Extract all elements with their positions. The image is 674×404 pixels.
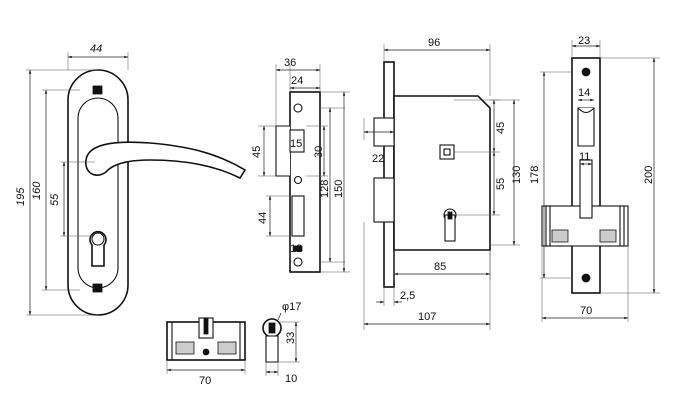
strike-height-total-label: 200 [643,166,655,184]
strike-hole-label: 14 [578,87,590,99]
faceplate-latch-gap-label: 30 [313,146,325,158]
lock-height-top-label: 45 [495,122,507,134]
cylinder-label-right [217,341,237,355]
strike-height-mid-label: 178 [529,166,541,184]
strike-screw-bottom [581,273,591,283]
faceplate-latch-step [275,125,290,177]
faceplate-width-outer-label: 36 [284,57,296,69]
faceplate-bottom-slot [293,245,303,252]
faceplate-height-total-label: 150 [333,180,345,198]
strike-cylinder-width-label: 70 [580,305,592,317]
lock-height-axis-label: 55 [495,178,507,190]
strike-cylinder-label-right [599,229,617,243]
handle-view: 44 195 160 55 [15,43,247,316]
cylinder-diameter-label: φ17 [282,301,301,313]
strike-slot-label: 11 [579,151,590,163]
lock-case [393,95,491,251]
strike-bolt-opening [579,159,593,219]
handle-screw-top [92,85,103,95]
lock-backset-label: 22 [372,153,384,165]
cylinder-height-label: 33 [285,332,297,344]
lock-height-total-label: 130 [511,166,523,184]
faceplate-bolt-height-label: 44 [257,212,269,224]
strike-cylinder-label-left [551,229,569,243]
lock-width-total-label: 96 [428,37,440,49]
faceplate-bottom-slot-label: 12 [290,243,302,255]
cylinder-screw-hole [202,348,210,356]
lock-bolt-body [373,177,395,223]
cylinder-label-left [175,341,195,355]
handle-width-label: 44 [90,43,102,55]
faceplate-top-offset-label: 45 [251,146,263,158]
lock-width-inner-label: 85 [434,261,446,273]
strike-plate-view: 23 14 11 178 200 70 [529,35,660,322]
faceplate-view: 36 24 45 15 30 128 150 44 12 [251,57,350,273]
handle-lever [85,141,247,180]
cylinder-front-view: φ17 33 10 [262,301,301,385]
handle-axis-label: 55 [49,193,61,206]
lock-width-outer-label: 107 [418,311,436,323]
lock-body-view: 96 45 55 130 22 85 2,5 107 [363,37,523,330]
strike-width-label: 23 [578,35,590,47]
lock-front-plate [383,61,395,288]
faceplate-height-mid-label: 128 [319,180,331,198]
faceplate-screw-top [293,103,303,113]
handle-height-mid-label: 160 [31,181,43,200]
faceplate-outer [289,91,321,273]
strike-latch-opening [577,107,595,147]
faceplate-bolt [291,195,305,237]
handle-height-total-label: 195 [15,187,27,206]
cylinder-cam-label: 10 [285,373,297,385]
cylinder-front-profile [265,335,279,363]
faceplate-screw-bottom [293,257,303,267]
faceplate-latch [289,129,305,153]
handle-screw-bottom [92,283,103,293]
lock-plate-thickness-label: 2,5 [400,290,415,302]
cylinder-length-label: 70 [199,375,211,387]
faceplate-screw-mid [293,175,303,185]
faceplate-latch-height-label: 15 [290,138,302,150]
keyhole-circle [91,232,105,246]
cylinder-side-view: 70 [166,317,246,387]
faceplate-width-inner-label: 24 [291,75,303,87]
strike-screw-top [581,67,591,77]
